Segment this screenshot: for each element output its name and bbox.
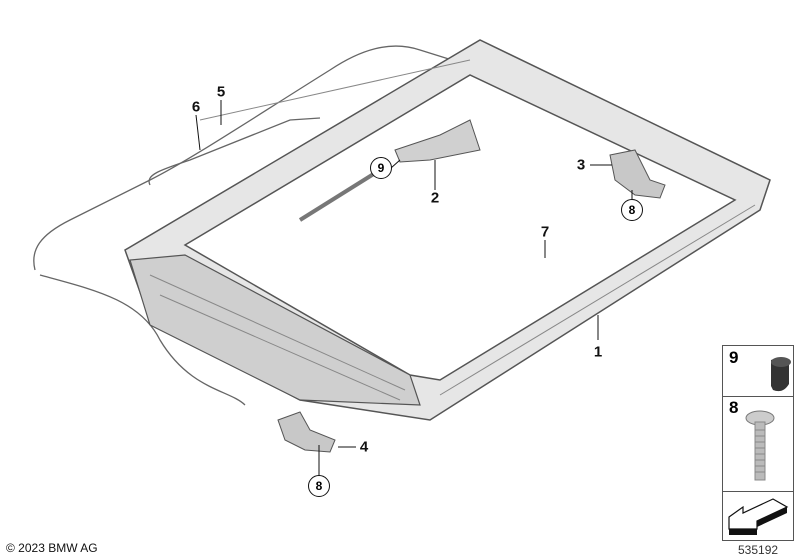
cap-icon <box>771 357 791 392</box>
image-number: 535192 <box>738 543 779 557</box>
parts-legend: 9 8 <box>722 345 794 541</box>
drain-hose-6 <box>148 117 321 186</box>
drain-hose-5 <box>33 45 501 271</box>
copyright: © 2023 BMW AG <box>6 541 98 555</box>
callout-3: 3 <box>576 156 586 174</box>
front-crossmember <box>129 254 421 406</box>
callout-5: 5 <box>216 83 226 101</box>
drain-hose-5b <box>39 274 246 406</box>
callout-4: 4 <box>359 438 369 456</box>
frame-opening <box>183 74 737 381</box>
legend-number: 9 <box>729 348 739 367</box>
callout-6: 6 <box>191 98 201 116</box>
legend-item-8: 8 <box>723 396 793 492</box>
hinge-bracket-2 <box>394 119 481 163</box>
guide-rail <box>298 168 382 222</box>
direction-arrow-icon <box>728 498 789 535</box>
callout-1: 1 <box>593 343 603 361</box>
circled-callout-9: 9 <box>370 157 392 179</box>
circled-callout-8: 8 <box>621 199 643 221</box>
motor-4 <box>277 411 336 453</box>
legend-item-direction <box>723 491 793 540</box>
callout-7: 7 <box>540 223 550 241</box>
circled-callout-8-lower: 8 <box>308 475 330 497</box>
motor-3 <box>609 149 666 199</box>
screw-icon <box>745 410 775 481</box>
legend-number: 8 <box>729 398 739 417</box>
callout-2: 2 <box>430 189 440 207</box>
legend-item-9: 9 <box>723 346 793 397</box>
